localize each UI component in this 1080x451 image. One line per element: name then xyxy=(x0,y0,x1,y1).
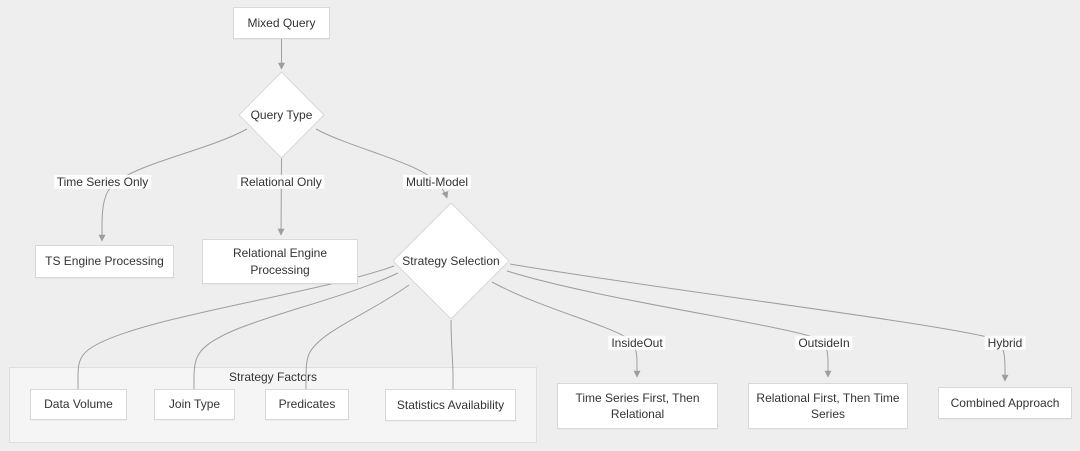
edge-strategy-jointype xyxy=(193,272,399,390)
node-label: Time Series First, Then Relational xyxy=(575,390,700,421)
node-relational-engine-processing: Relational Engine Processing xyxy=(202,239,358,284)
edge-strategy-predicates xyxy=(305,284,410,390)
node-label: Predicates xyxy=(278,397,336,412)
node-relational-first: Relational First, Then Time Series xyxy=(748,383,908,429)
node-label: Combined Approach xyxy=(950,395,1060,410)
node-label: Join Type xyxy=(168,397,221,412)
node-label: Statistics Availability xyxy=(396,397,505,412)
node-mixed-query: Mixed Query xyxy=(233,7,330,39)
node-time-series-first: Time Series First, Then Relational xyxy=(557,383,718,429)
edge-strategy-statistics xyxy=(450,319,454,390)
node-statistics-availability: Statistics Availability xyxy=(385,389,516,421)
edge-label-relational-only: Relational Only xyxy=(237,174,325,189)
node-label: TS Engine Processing xyxy=(45,254,164,269)
node-strategy-selection-label: Strategy Selection xyxy=(402,254,500,268)
edge-querytype-relengine xyxy=(277,157,285,236)
diamond-strategy-selection xyxy=(392,202,510,320)
edge-label-outside-in: OutsideIn xyxy=(795,335,853,351)
edge-label-hybrid: Hybrid xyxy=(984,335,1026,351)
edge-strategy-datavolume xyxy=(77,265,395,390)
node-predicates: Predicates xyxy=(265,389,349,420)
node-label: Mixed Query xyxy=(247,15,316,30)
node-label: Data Volume xyxy=(44,397,113,412)
node-combined-approach: Combined Approach xyxy=(938,387,1072,419)
node-query-type-label: Query Type xyxy=(250,108,313,122)
node-label: Relational First, Then Time Series xyxy=(756,390,900,421)
edge-strategy-tsfirst xyxy=(491,281,641,378)
edge-strategy-relfirst xyxy=(506,270,832,378)
node-label: Relational Engine Processing xyxy=(232,246,328,277)
subgraph-title: Strategy Factors xyxy=(228,370,318,384)
edge-strategy-combined xyxy=(509,263,1009,382)
edge-label-inside-out: InsideOut xyxy=(608,335,666,351)
diamond-query-type xyxy=(238,71,325,159)
node-data-volume: Data Volume xyxy=(30,389,127,420)
node-ts-engine-processing: TS Engine Processing xyxy=(35,245,174,278)
edge-label-time-series-only: Time Series Only xyxy=(53,174,152,189)
node-join-type: Join Type xyxy=(154,389,235,420)
edge-label-multi-model: Multi-Model xyxy=(402,174,472,189)
